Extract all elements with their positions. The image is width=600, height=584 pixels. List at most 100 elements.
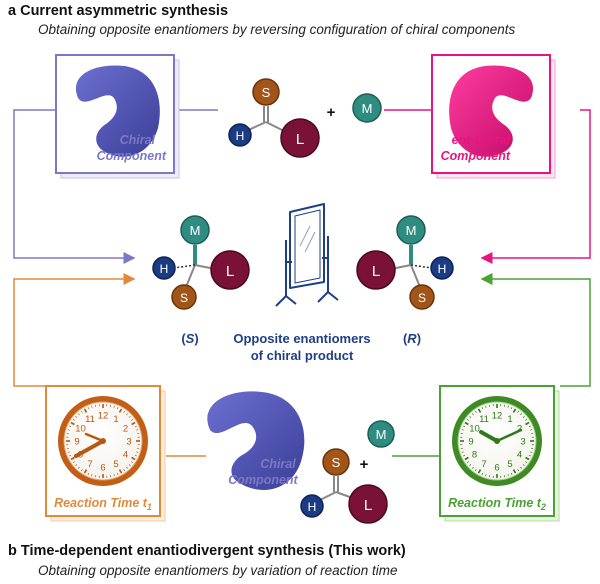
clock-major-tick <box>512 469 517 474</box>
clock-numeral: 5 <box>113 459 118 470</box>
clock-numeral: 6 <box>494 463 499 474</box>
bottom-atom-s-label: S <box>332 455 341 470</box>
clock-minor-tick <box>528 425 531 428</box>
atom-l <box>280 118 320 158</box>
clock-minor-tick <box>131 461 134 464</box>
clock-minor-tick <box>471 413 474 416</box>
bottom-atom-m <box>367 420 395 448</box>
clock-2-hour-hand <box>479 430 499 443</box>
clock-minor-tick <box>471 466 474 469</box>
clock-numeral: 2 <box>123 424 128 435</box>
clock-minor-tick <box>507 474 509 477</box>
clock-numeral: 2 <box>517 424 522 435</box>
bottom-chiral-catalyst-shape <box>207 391 305 490</box>
clock-minor-tick <box>134 425 137 428</box>
r-atom-m <box>396 215 426 245</box>
clock-major-tick <box>525 456 530 461</box>
clock-major-tick <box>70 421 75 426</box>
clock-major-tick <box>464 456 469 461</box>
clock-major-tick <box>83 408 88 413</box>
product-label-2: of chiral product <box>251 348 354 363</box>
chiral-component-label-2: Component <box>97 149 167 163</box>
chiral-component-box: Chiral Component <box>55 54 180 179</box>
clock-2-ticks <box>460 404 534 478</box>
clock-minor-tick <box>461 429 464 431</box>
clock-minor-tick <box>123 410 126 413</box>
clock-minor-tick <box>131 418 134 421</box>
clock-minor-tick <box>517 410 520 413</box>
clock-1-minute-hand <box>84 432 105 443</box>
bottom-atom-h <box>300 494 324 518</box>
clock-minor-tick <box>136 429 139 431</box>
bottom-plus-sign: + <box>360 456 369 473</box>
r-atom-h-label: H <box>438 262 447 276</box>
clock-minor-tick <box>75 415 78 418</box>
clock-numeral: 7 <box>87 459 92 470</box>
clock-minor-tick <box>485 474 487 477</box>
clock-minor-tick <box>461 451 464 453</box>
clock-minor-tick <box>525 461 528 464</box>
clock-numeral: 1 <box>113 414 118 425</box>
plus-sign: + <box>327 104 336 121</box>
bottom-chiral-label-1: Chiral <box>260 457 296 471</box>
clock-numeral: 11 <box>479 414 489 425</box>
clock-minor-tick <box>507 405 509 408</box>
s-enantiomer: M L H S (S) <box>152 215 250 346</box>
bottom-atom-l-label: L <box>364 497 372 514</box>
mirror-icon <box>275 203 339 307</box>
clock-minor-tick <box>87 407 90 410</box>
clock-numeral: 4 <box>517 450 522 461</box>
clock-minor-tick <box>510 407 513 410</box>
clock-numeral: 12 <box>98 411 109 422</box>
clock-numeral: 5 <box>507 459 512 470</box>
ent-chiral-component-box: ent-Chiral Component <box>431 54 556 179</box>
clock-minor-tick <box>463 454 466 457</box>
clock-numeral: 7 <box>481 459 486 470</box>
s-atom-l-label: L <box>226 263 234 280</box>
clock-minor-tick <box>136 451 139 453</box>
atom-m <box>352 93 382 123</box>
reaction-time-1-label: Reaction Time t1 <box>54 496 152 512</box>
clock-numeral: 11 <box>85 414 95 425</box>
atom-s-label: S <box>262 85 271 100</box>
clock-minor-tick <box>134 454 137 457</box>
clock-minor-tick <box>481 472 484 475</box>
clock-major-tick <box>118 408 123 413</box>
clock-minor-tick <box>80 410 83 413</box>
clock-minor-tick <box>116 407 119 410</box>
s-atom-h-label: H <box>160 262 169 276</box>
reaction-time-2-label: Reaction Time t2 <box>448 496 546 512</box>
clock-minor-tick <box>113 474 115 477</box>
clock-minor-tick <box>481 407 484 410</box>
clock-numeral: 3 <box>126 437 131 448</box>
atom-l-label: L <box>296 131 304 148</box>
clock-minor-tick <box>77 413 80 416</box>
top-reagent: S H L + M <box>228 78 382 158</box>
clock-major-tick <box>525 421 530 426</box>
clock-minor-tick <box>87 472 90 475</box>
r-atom-h <box>430 256 454 280</box>
bottom-chiral-label-2: Component <box>228 473 298 487</box>
clock-minor-tick <box>126 413 129 416</box>
clock-minor-tick <box>91 405 93 408</box>
section-a-heading: a Current asymmetric synthesis <box>8 3 229 19</box>
clock-numeral: 4 <box>123 450 128 461</box>
s-config-label: (S) <box>181 331 198 346</box>
clock-minor-tick <box>517 469 520 472</box>
clock-minor-tick <box>530 429 533 431</box>
chiral-component-label-1: Chiral <box>120 133 156 147</box>
clock-minor-tick <box>69 454 72 457</box>
section-b-heading: b Time-dependent enantiodivergent synthe… <box>8 543 406 559</box>
bottom-reagent: S H L + M <box>300 420 395 524</box>
s-atom-s <box>171 284 197 310</box>
clock-1-ticks <box>66 404 140 478</box>
atom-h <box>228 123 252 147</box>
atom-h-label: H <box>236 129 245 143</box>
clock-major-tick <box>464 421 469 426</box>
clock-numeral: 10 <box>75 424 86 435</box>
r-atom-s <box>409 284 435 310</box>
bottom-atom-m-label: M <box>376 427 387 442</box>
